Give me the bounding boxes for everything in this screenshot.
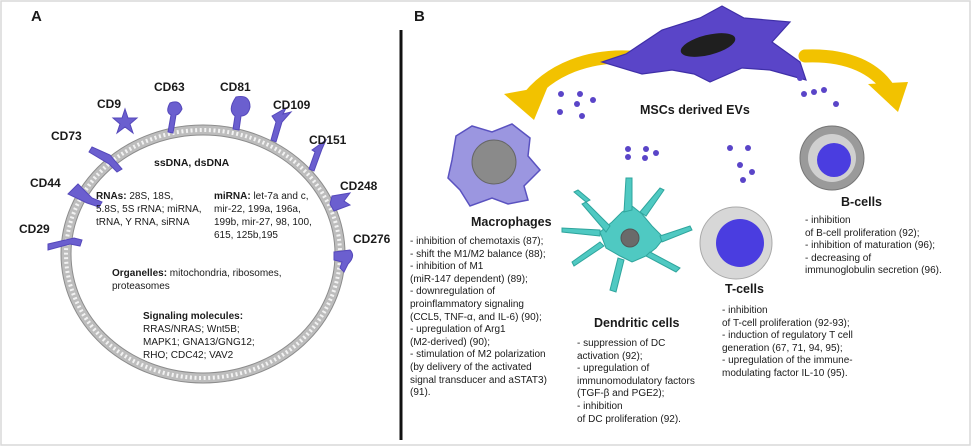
t-cells-effect-line: - upregulation of the immune- xyxy=(722,355,853,367)
marker-label-cd73: CD73 xyxy=(51,129,82,143)
macrophages-effect-line: proinflammatory signaling xyxy=(410,298,524,310)
msc-evs-label: MSCs derived EVs xyxy=(640,103,750,117)
cd63-protein-icon xyxy=(167,101,183,134)
macrophages-effect-line: (91). xyxy=(410,387,431,399)
dendritic-effect-line: activation (92); xyxy=(577,350,643,362)
rnas-line-2: 5.8S, 5S rRNA; miRNA, xyxy=(96,204,202,215)
ev-particles xyxy=(557,75,839,183)
dendritic-effect-line: - upregulation of xyxy=(577,363,650,375)
mirna-heading: miRNA: xyxy=(214,191,251,202)
t-cells-effect-line: - inhibition xyxy=(722,305,768,316)
dendritic-effect-line: immunomodulatory factors xyxy=(577,375,695,387)
t-cells-effect-line: modulating factor IL-10 (95). xyxy=(722,367,848,379)
rnas-line-1: 28S, 18S, xyxy=(126,191,174,202)
t-cells-effects: - inhibition of T-cell proliferation (92… xyxy=(722,305,902,381)
b-cells-effect-line: of B-cell proliferation (92); xyxy=(805,227,920,239)
signaling-line-3: RHO; CDC42; VAV2 xyxy=(143,350,234,361)
marker-label-cd109: CD109 xyxy=(273,98,311,112)
b-cells-title: B-cells xyxy=(841,195,882,209)
marker-label-cd9: CD9 xyxy=(97,97,122,111)
t-cells-effect-line: of T-cell proliferation (92-93); xyxy=(722,317,850,329)
macrophages-effect-line: signal transducer and aSTAT3) xyxy=(410,374,547,386)
dna-label: ssDNA, dsDNA xyxy=(154,157,230,169)
b-cells-effect-line: - inhibition xyxy=(805,215,851,226)
t-cells-title: T-cells xyxy=(725,282,764,296)
macrophages-effect-line: - inhibition of chemotaxis (87); xyxy=(410,236,544,247)
macrophages-effect-line: - shift the M1/M2 balance (88); xyxy=(410,248,546,260)
cd44-protein-icon xyxy=(67,183,103,208)
cd9-protein-icon xyxy=(111,107,139,135)
marker-label-cd248: CD248 xyxy=(340,179,378,193)
cd29-protein-icon xyxy=(47,237,83,251)
signaling-heading: Signaling molecules: xyxy=(143,311,244,322)
organelles-line-1: mitochondria, ribosomes, xyxy=(167,268,282,279)
mirna-block: miRNA: let-7a and c, mir-22, 199a, 196a,… xyxy=(214,190,326,242)
marker-label-cd276: CD276 xyxy=(353,232,391,246)
msc-cell-icon xyxy=(600,5,807,83)
cd81-protein-icon xyxy=(230,96,251,131)
mirna-line-1: let-7a and c, xyxy=(250,191,309,202)
cd73-protein-icon xyxy=(88,146,123,173)
rnas-block: RNAs: 28S, 18S, 5.8S, 5S rRNA; miRNA, tR… xyxy=(96,190,211,229)
marker-label-cd44: CD44 xyxy=(30,176,61,190)
dendritic-effect-line: - inhibition xyxy=(577,400,623,412)
rnas-line-3: tRNA, Y RNA, siRNA xyxy=(96,217,190,228)
macrophages-title: Macrophages xyxy=(471,215,552,229)
cd109-protein-icon xyxy=(270,106,293,143)
macrophages-effect-line: (CCL5, TNF-α, and IL-6) (90); xyxy=(410,311,542,323)
marker-label-cd81: CD81 xyxy=(220,80,251,94)
dendritic-effect-line: (TGF-β and PGE2); xyxy=(577,388,665,400)
macrophages-effect-line: - upregulation of Arg1 xyxy=(410,324,506,336)
macrophages-effect-line: - inhibition of M1 xyxy=(410,261,484,273)
dendritic-effect-line: - suppression of DC xyxy=(577,338,666,349)
rnas-heading: RNAs: xyxy=(96,191,127,202)
dendritic-effects: - suppression of DC activation (92); - u… xyxy=(577,338,727,426)
macrophages-effect-line: - downregulation of xyxy=(410,286,496,298)
organelles-heading: Organelles: xyxy=(112,268,168,279)
marker-label-cd29: CD29 xyxy=(19,222,50,236)
dendritic-effect-line: of DC proliferation (92). xyxy=(577,413,681,425)
panel-b-label: B xyxy=(414,8,425,25)
macrophage-cell-icon xyxy=(447,123,542,207)
b-cells-effects: - inhibition of B-cell proliferation (92… xyxy=(805,215,965,278)
b-cells-effect-line: immunoglobulin secretion (96). xyxy=(805,265,942,277)
vesicle-membrane xyxy=(60,124,346,384)
signaling-block: Signaling molecules: RRAS/NRAS; Wnt5B; M… xyxy=(143,310,283,362)
dendritic-cells-title: Dendritic cells xyxy=(594,316,680,330)
macrophages-effect-line: (M2-derived) (90); xyxy=(410,336,491,348)
b-cells-effect-line: - decreasing of xyxy=(805,252,872,264)
organelles-block: Organelles: mitochondria, ribosomes, pro… xyxy=(112,267,312,293)
cd248-protein-icon xyxy=(329,192,352,212)
macrophages-effects: - inhibition of chemotaxis (87); - shift… xyxy=(410,236,590,400)
cd151-protein-icon xyxy=(308,138,328,172)
marker-label-cd63: CD63 xyxy=(154,80,185,94)
t-cell-icon xyxy=(699,206,773,280)
macrophages-effect-line: (miR-147 dependent) (89); xyxy=(410,273,528,285)
cd276-protein-icon xyxy=(333,249,354,273)
mirna-line-4: 615, 125b,195 xyxy=(214,230,278,241)
t-cells-effect-line: generation (67, 71, 94, 95); xyxy=(722,342,843,354)
mirna-line-2: mir-22, 199a, 196a, xyxy=(214,204,301,215)
marker-label-cd151: CD151 xyxy=(309,133,347,147)
macrophages-effect-line: - stimulation of M2 polarization xyxy=(410,349,546,361)
t-cells-effect-line: - induction of regulatory T cell xyxy=(722,330,853,342)
b-cells-effect-line: - inhibition of maturation (96); xyxy=(805,240,936,252)
right-curved-arrow-icon xyxy=(798,49,908,112)
macrophages-effect-line: (by delivery of the activated xyxy=(410,361,532,373)
panel-a-label: A xyxy=(31,8,42,25)
dendritic-cell-icon xyxy=(561,177,693,293)
b-cell-icon xyxy=(799,125,865,191)
mirna-line-3: 199b, mir-27, 98, 100, xyxy=(214,217,312,228)
signaling-line-2: MAPK1; GNA13/GNG12; xyxy=(143,337,255,348)
signaling-line-1: RRAS/NRAS; Wnt5B; xyxy=(143,324,240,335)
organelles-line-2: proteasomes xyxy=(112,281,170,292)
